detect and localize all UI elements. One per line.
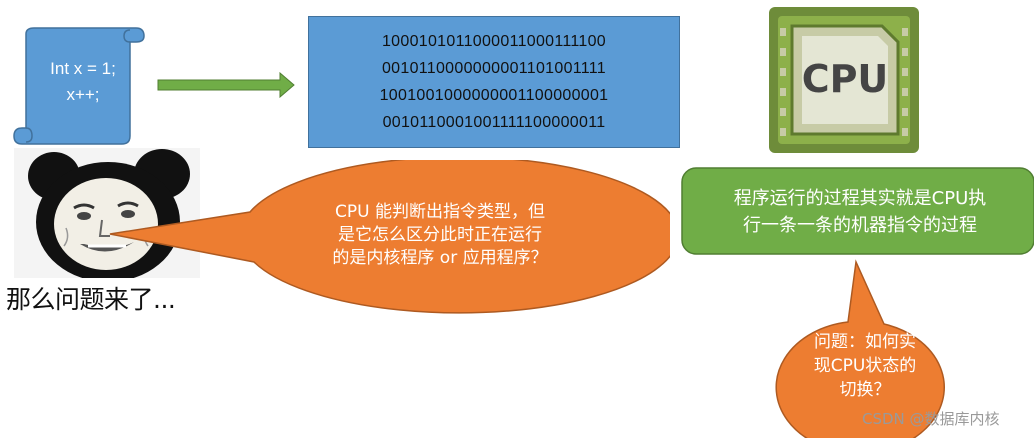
question-line: 问题：如何实: [814, 332, 916, 352]
cpu-chip-icon: CPU: [769, 7, 919, 153]
cpu-execution-note: 程序运行的过程其实就是CPU执 行一条一条的机器指令的过程: [690, 185, 1030, 239]
csdn-watermark: CSDN @数据库内核: [862, 410, 1000, 428]
state-switch-question: 问题：如何实 现CPU状态的 切换？: [790, 330, 940, 402]
orange-speech-bubble: [109, 160, 670, 314]
question-speech-bubble: [775, 259, 945, 438]
cpu-label: CPU: [802, 57, 889, 101]
code-line: x++;: [66, 85, 100, 104]
note-line: 行一条一条的机器指令的过程: [743, 215, 977, 236]
binary-line: 0010110000000001101001111: [381, 60, 607, 77]
callout-line: 是它怎么区分此时正在运行: [338, 225, 542, 245]
binary-line: 1001001000000001100000001: [379, 87, 609, 104]
machine-code-box: 1000101011000011000111100 00101100000000…: [308, 16, 680, 148]
cpu-question-text: CPU 能判断出指令类型，但 是它怎么区分此时正在运行 的是内核程序 or 应用…: [290, 201, 590, 270]
callout-line: 的是内核程序 or 应用程序？: [332, 248, 548, 268]
binary-line: 1000101011000011000111100: [381, 33, 607, 50]
binary-line: 0010110001001111100000011: [382, 114, 606, 131]
code-snippet: Int x = 1; x++;: [28, 56, 138, 108]
callout-line: CPU 能判断出指令类型，但: [335, 202, 545, 222]
panda-meme-face-icon: [14, 148, 200, 278]
code-scroll: [13, 27, 145, 145]
question-line: 切换？: [839, 380, 891, 400]
code-line: Int x = 1;: [50, 59, 116, 78]
right-arrow-icon: [157, 72, 295, 98]
meme-caption: 那么问题来了...: [6, 285, 176, 314]
green-note-box: [681, 167, 1034, 255]
note-line: 程序运行的过程其实就是CPU执: [733, 188, 987, 209]
question-line: 现CPU状态的: [813, 356, 917, 376]
